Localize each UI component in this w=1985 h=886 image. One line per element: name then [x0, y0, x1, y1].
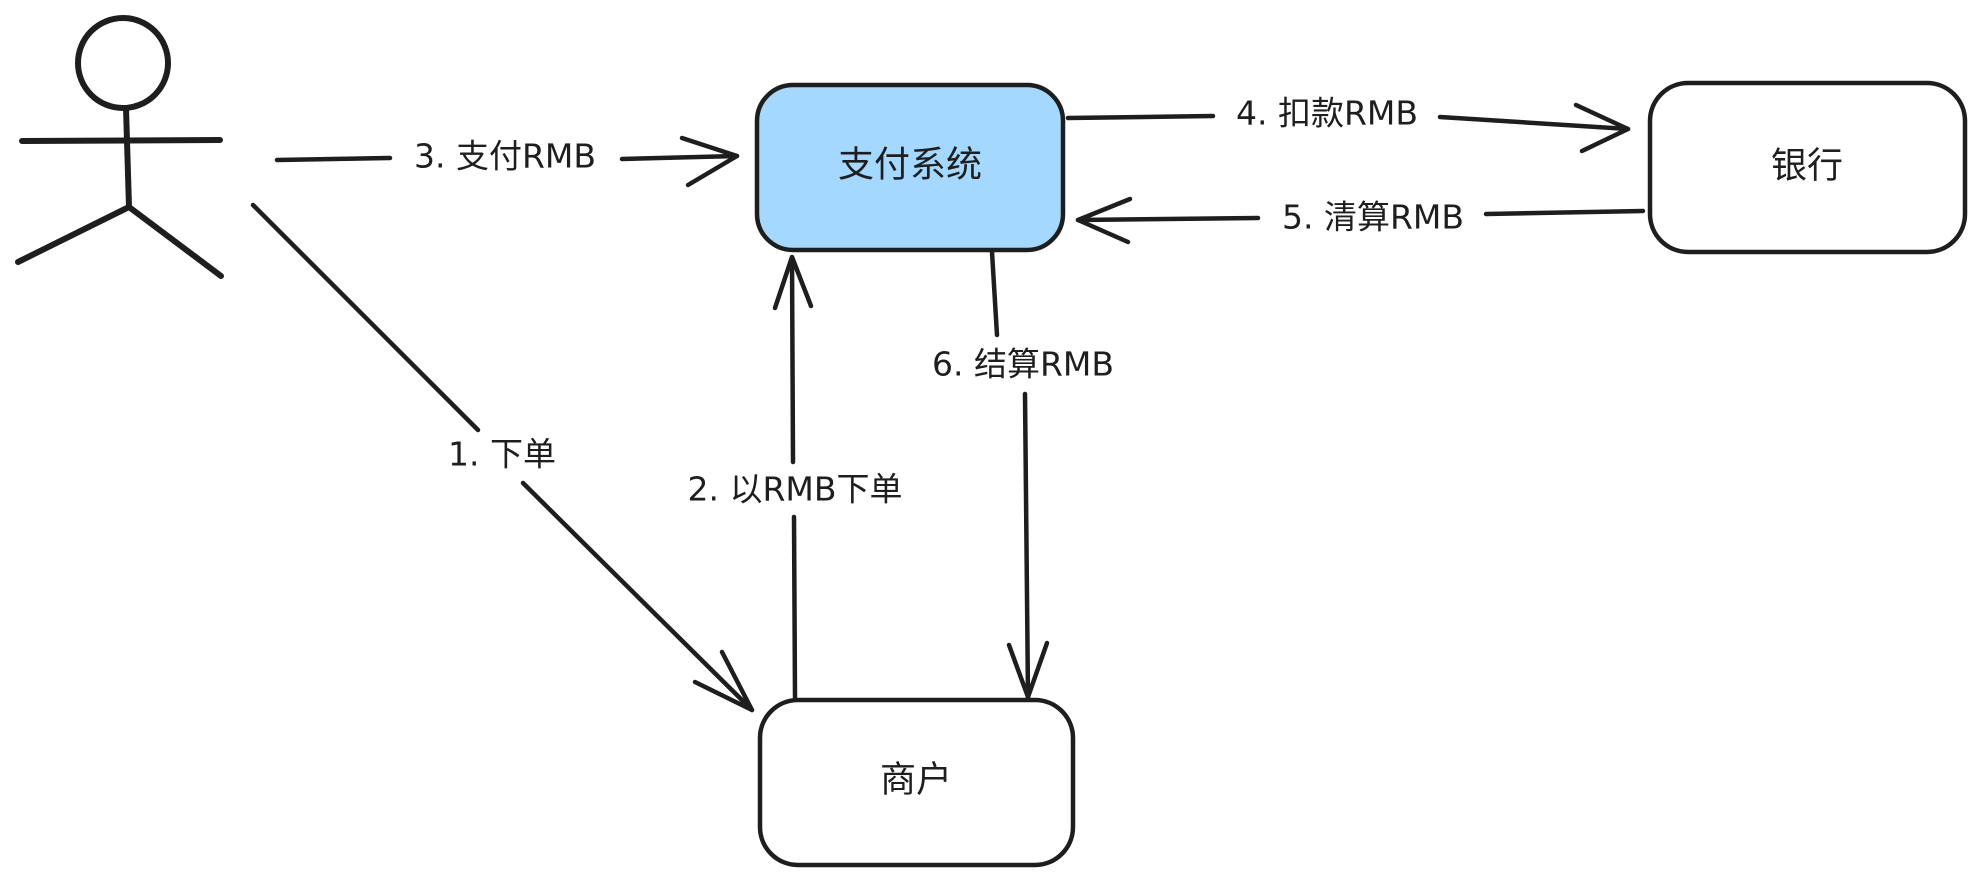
- edge-pay-rmb-line-right: [619, 153, 740, 162]
- arrowhead-down-icon: [1006, 640, 1050, 700]
- edge-settle-rmb-line-lower: [1022, 391, 1031, 700]
- edge-clearing-rmb-line-left: [1075, 215, 1261, 223]
- arrowhead-right-icon: [679, 135, 740, 188]
- edge-settle-rmb-line-upper: [989, 249, 1000, 338]
- edge-order-line-lower: [520, 480, 755, 713]
- edge-clearing-rmb-label: 5. 清算RMB: [1282, 198, 1464, 237]
- arrowhead-right-icon: [1573, 102, 1631, 154]
- edge-order: 1. 下单: [250, 202, 755, 713]
- edge-order-label: 1. 下单: [448, 435, 556, 474]
- edge-pay-rmb: 3. 支付RMB: [274, 135, 740, 188]
- stick-figure-arms: [19, 137, 223, 144]
- stick-figure-right-leg: [126, 204, 224, 279]
- edge-pay-rmb-label: 3. 支付RMB: [414, 137, 596, 176]
- payment-system-box: [754, 82, 1066, 253]
- edge-order-line-upper: [250, 202, 481, 433]
- edge-order-rmb-label: 2. 以RMB下单: [687, 470, 902, 509]
- edge-debit-rmb: 4. 扣款RMB: [1065, 94, 1631, 154]
- edge-order-with-rmb: 2. 以RMB下单: [687, 254, 903, 700]
- stick-figure-left-leg: [15, 204, 132, 265]
- edge-pay-rmb-line-left: [274, 155, 393, 163]
- edge-debit-rmb-line-left: [1065, 113, 1216, 121]
- arrowhead-up-icon: [772, 254, 814, 311]
- edge-settle-rmb-label: 6. 结算RMB: [932, 345, 1114, 384]
- edge-debit-rmb-label: 4. 扣款RMB: [1236, 94, 1418, 133]
- merchant-label: 商户: [880, 760, 952, 801]
- edge-debit-rmb-line-right: [1437, 114, 1631, 132]
- edge-settle-rmb: 6. 结算RMB: [932, 249, 1114, 700]
- arrowhead-left-icon: [1075, 196, 1133, 245]
- merchant-box: [757, 697, 1076, 868]
- bank-label: 银行: [1771, 146, 1843, 187]
- user-stick-figure-icon: [15, 15, 224, 279]
- arrowhead-down-right-icon: [692, 649, 755, 713]
- edge-order-rmb-line-lower: [791, 514, 798, 700]
- edge-clearing-rmb: 5. 清算RMB: [1075, 196, 1646, 245]
- bank-box: [1647, 80, 1968, 255]
- edge-order-rmb-line-upper: [789, 255, 796, 465]
- node-bank: 银行: [1647, 80, 1968, 255]
- payment-system-label: 支付系统: [838, 145, 982, 186]
- stick-figure-body: [123, 105, 132, 210]
- node-merchant: 商户: [757, 697, 1076, 868]
- node-payment-system: 支付系统: [754, 82, 1066, 253]
- stick-figure-head: [75, 15, 171, 111]
- edge-clearing-rmb-line-right: [1483, 208, 1646, 217]
